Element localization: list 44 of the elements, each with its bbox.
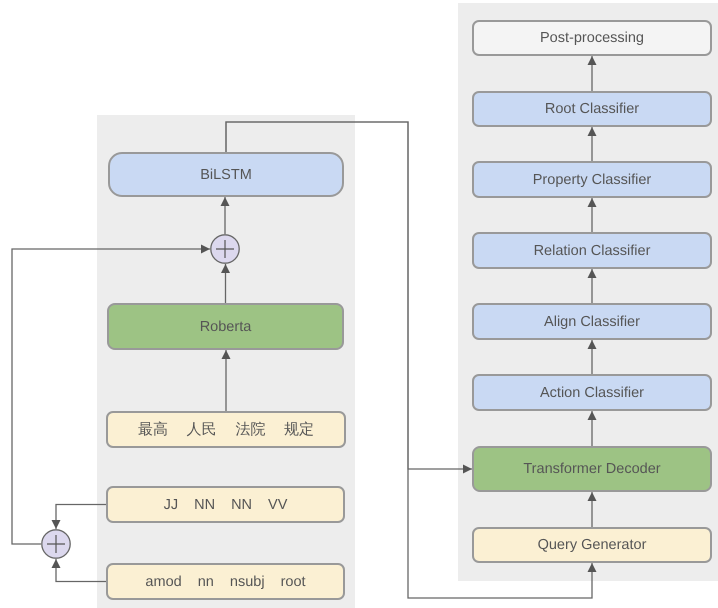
process-box <box>472 20 712 56</box>
box-label: Root Classifier <box>544 101 640 117</box>
arrow <box>588 492 596 527</box>
box-label: BiLSTM <box>200 166 252 182</box>
process-box <box>472 232 712 269</box>
arrow <box>588 340 596 374</box>
process-box <box>472 446 712 492</box>
process-box <box>108 152 344 197</box>
box-label: Action Classifier <box>540 384 644 400</box>
box-label: amod nn nsubj root <box>145 574 306 590</box>
arrow <box>52 559 106 582</box>
sum-circle <box>41 529 71 559</box>
process-box <box>472 91 712 127</box>
box-label: 最高 人民 法院 规定 <box>138 420 314 439</box>
box-label: Align Classifier <box>544 314 640 330</box>
arrow <box>221 264 230 303</box>
arrow <box>588 127 596 161</box>
process-box <box>107 303 344 350</box>
arrow <box>588 269 596 303</box>
arrow <box>52 504 106 529</box>
panel-background <box>97 115 355 608</box>
input-box <box>472 527 712 563</box>
input-box <box>106 486 345 523</box>
arrow <box>225 121 596 599</box>
arrow <box>588 56 596 91</box>
input-box <box>106 411 346 448</box>
box-label: Transformer Decoder <box>523 461 661 477</box>
process-box <box>472 161 712 198</box>
sum-circle <box>210 234 240 264</box>
process-box <box>472 374 712 411</box>
process-box <box>472 303 712 340</box>
arrow <box>11 244 210 545</box>
arrow <box>588 198 596 232</box>
arrow <box>222 350 230 411</box>
box-label: Roberta <box>200 318 252 334</box>
box-label: Relation Classifier <box>534 242 650 258</box>
arrow <box>588 411 596 446</box>
box-label: JJ NN NN VV <box>164 496 288 512</box>
panel-background <box>458 3 718 581</box>
box-label: Query Generator <box>538 537 646 553</box>
arrow <box>220 197 230 234</box>
box-label: Post-processing <box>540 30 644 46</box>
input-box <box>106 563 345 600</box>
box-label: Property Classifier <box>532 172 652 188</box>
